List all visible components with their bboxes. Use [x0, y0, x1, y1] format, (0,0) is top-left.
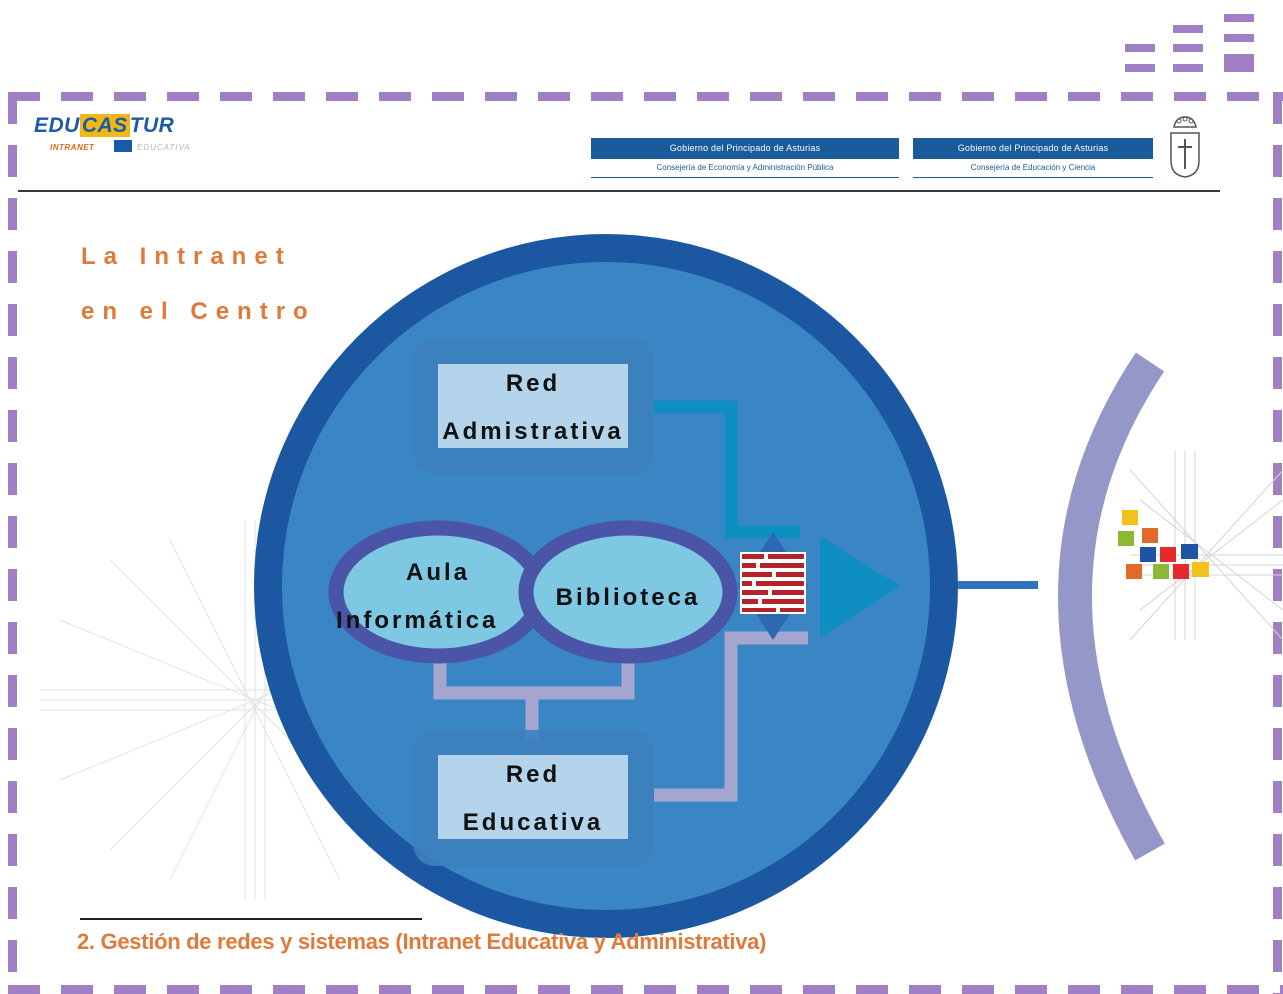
biblioteca-ellipse [518, 520, 738, 664]
frame-right-border [1273, 92, 1282, 994]
logo-mark-icon [114, 140, 132, 152]
biblioteca-label: Biblioteca [555, 584, 701, 611]
gov-banner-title: Gobierno del Principado de Asturias [913, 138, 1153, 159]
logo-brand-right: TUR [129, 114, 175, 137]
frame-left-border [8, 92, 17, 994]
frame-bottom-border [8, 985, 1283, 994]
red-educativa-label-line1: Red [505, 761, 561, 788]
connector-admin [654, 400, 800, 539]
logo-brand-left: EDU [34, 114, 80, 137]
gov-banner-title: Gobierno del Principado de Asturias [591, 138, 899, 159]
backbone-curve [1058, 352, 1165, 861]
backbone-link [958, 581, 1038, 589]
frame-top-border [8, 92, 1283, 101]
asturias-crest-icon [1170, 116, 1200, 178]
colored-squares-cluster [1118, 510, 1209, 579]
footer-divider [80, 918, 422, 920]
slide-title-line1: La Intranet [81, 243, 292, 270]
logo-sub-educativa: EDUCATIVA [137, 143, 191, 152]
gov-banner-educacion: Gobierno del Principado de Asturias Cons… [913, 138, 1153, 180]
logo-brand-mid: CAS [79, 114, 130, 137]
gov-banner-department: Consejería de Educación y Ciencia [913, 159, 1153, 178]
aula-label-line2: Informática [336, 607, 499, 634]
logo-sub-intranet: INTRANET [50, 143, 95, 152]
arrow-right-icon [820, 536, 900, 638]
red-educativa-label-line2: Educativa [462, 809, 604, 836]
aula-label-line1: Aula [405, 559, 470, 586]
red-admin-box [438, 364, 628, 448]
header-divider [18, 190, 1220, 192]
footer-caption: 2. Gestión de redes y sistemas (Intranet… [77, 929, 767, 954]
background-starburst-right [1129, 450, 1283, 641]
slide-title-line2: en el Centro [81, 298, 316, 325]
red-admin-label-line2: Admistrativa [442, 418, 624, 445]
red-educativa-box [438, 755, 628, 839]
router-icon [738, 532, 808, 640]
aula-ellipse [328, 520, 548, 664]
gov-banner-economia: Gobierno del Principado de Asturias Cons… [591, 138, 899, 180]
gov-banner-department: Consejería de Economía y Administración … [591, 159, 899, 178]
red-admin-label-line1: Red [505, 370, 561, 397]
